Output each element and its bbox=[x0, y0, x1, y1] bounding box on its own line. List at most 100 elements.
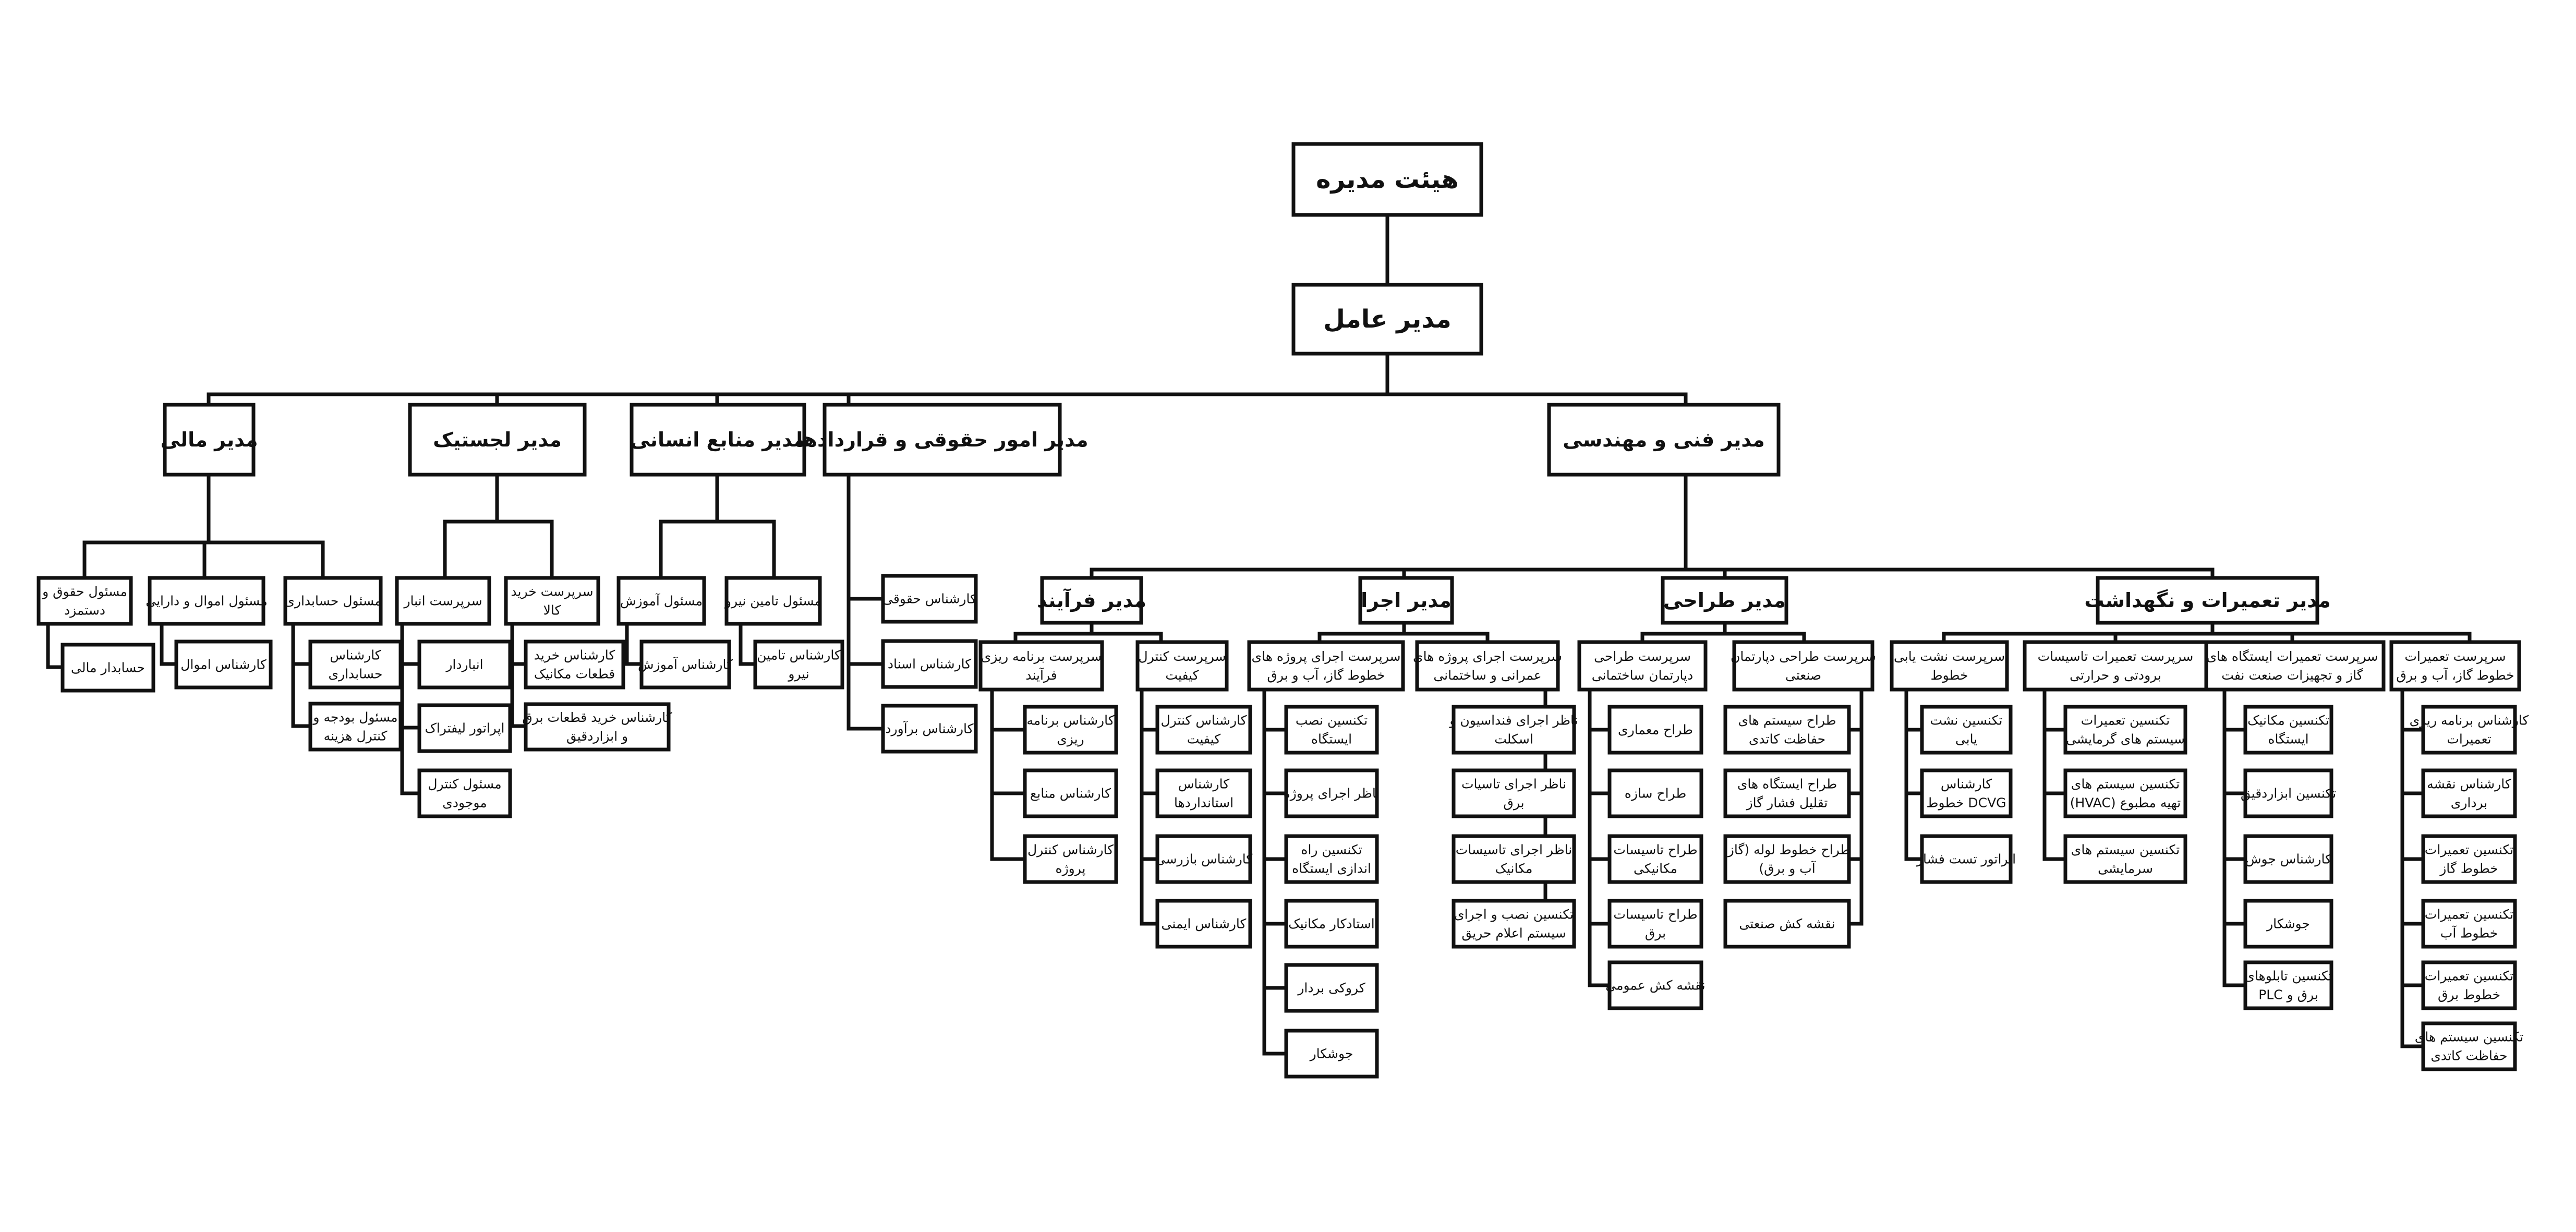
node-label: مسئول آموزش bbox=[620, 593, 703, 609]
node-label: مکانیکی bbox=[1634, 861, 1677, 876]
node-finance-manager: مدیر مالی bbox=[160, 403, 258, 477]
node-hvac-staff-0: تکنسین تعمیرات سیستم های گرمایشی bbox=[2063, 705, 2187, 755]
node-label: کارشناس برنامه ریزی bbox=[2410, 713, 2529, 728]
node-label: سرپرست خرید bbox=[511, 584, 593, 599]
node-station-staff-1: تکنسین ابزاردقیق bbox=[2241, 768, 2336, 818]
node-box bbox=[630, 403, 806, 477]
node-industrial-staff-2: طراح خطوط لوله (گاز،آب و برق) bbox=[1723, 834, 1851, 884]
node-building-staff-1: طراح سازه bbox=[1607, 768, 1703, 818]
node-label: سرپرست برنامه ریزی bbox=[981, 649, 1102, 664]
node-box bbox=[1607, 899, 1703, 949]
node-station-staff-4: تکنسین تابلوهای برق و PLC bbox=[2243, 960, 2333, 1010]
node-label: برق و PLC bbox=[2258, 987, 2318, 1003]
node-label: یابی bbox=[1955, 732, 1977, 747]
node-box bbox=[2421, 768, 2517, 818]
node-label: تکنسین تعمیرات bbox=[2081, 713, 2170, 728]
node-label: انباردار bbox=[445, 657, 483, 672]
node-assets-expert: کارشناس اموال bbox=[174, 639, 273, 690]
node-label: سیستم اعلام حریق bbox=[1461, 926, 1566, 941]
node-box bbox=[2421, 899, 2517, 949]
node-box bbox=[1023, 705, 1118, 755]
node-label: تکنسین تابلوهای bbox=[2244, 969, 2332, 984]
node-station-staff-3: جوشکار bbox=[2243, 899, 2333, 949]
node-box bbox=[1284, 899, 1379, 949]
node-label: حسابداری bbox=[328, 667, 382, 682]
node-box bbox=[1452, 768, 1576, 818]
node-industrial-staff-3: نقشه کش صنعتی bbox=[1723, 899, 1851, 949]
node-box bbox=[524, 702, 671, 752]
node-box bbox=[823, 403, 1062, 477]
node-box bbox=[1890, 640, 2009, 692]
node-box bbox=[1023, 834, 1118, 884]
node-label: خطوط گاز bbox=[2439, 861, 2498, 876]
node-box bbox=[2023, 640, 2208, 692]
node-label: طراح ایستگاه های bbox=[1737, 777, 1837, 792]
node-label: ناظر اجرای پروژه bbox=[1284, 786, 1380, 802]
node-box bbox=[724, 576, 822, 626]
node-box bbox=[2096, 576, 2319, 625]
node-label: صنعتی bbox=[1785, 668, 1821, 683]
node-box bbox=[881, 639, 978, 689]
node-box bbox=[1452, 899, 1576, 949]
node-label: کارشناس جوش bbox=[2245, 852, 2331, 867]
node-label: اسکلت bbox=[1494, 732, 1533, 747]
node-storekeeper: انباردار bbox=[417, 639, 512, 690]
node-label: کارشناس کنترل bbox=[1027, 842, 1114, 857]
node-box bbox=[283, 576, 383, 626]
node-label: کارشناس برآورد bbox=[885, 721, 973, 737]
node-label: خطوط bbox=[1931, 668, 1968, 683]
node-box bbox=[2421, 705, 2517, 755]
node-label: کارشناس حقوقی bbox=[882, 591, 976, 607]
node-hr-manager: مدیر منابع انسانی bbox=[630, 403, 806, 477]
node-label: طراح تاسیسات bbox=[1613, 907, 1697, 922]
node-label: پروژه bbox=[1056, 861, 1086, 877]
node-training-head: مسئول آموزش bbox=[616, 576, 706, 626]
node-warehouse-supervisor: سرپرست انبار bbox=[395, 576, 491, 626]
node-box bbox=[1135, 640, 1229, 692]
node-box bbox=[1415, 640, 1560, 692]
node-label: تکنسین مکانیک bbox=[2247, 713, 2329, 728]
node-label: کنترل هزینه bbox=[324, 729, 388, 744]
node-label: تکنسین تعمیرات bbox=[2425, 907, 2513, 922]
node-box bbox=[1723, 705, 1851, 755]
node-building-staff-4: نقشه کش عمومی bbox=[1605, 960, 1706, 1010]
node-label: برق bbox=[1645, 926, 1666, 941]
node-label: سیستم های گرمایشی bbox=[2066, 732, 2185, 747]
node-box bbox=[2421, 834, 2517, 884]
node-label: سرپرست اجرای پروژه های bbox=[1252, 649, 1401, 665]
node-label: سرپرست انبار bbox=[403, 594, 482, 609]
node-label: استانداردها bbox=[1174, 795, 1233, 811]
node-box bbox=[639, 639, 731, 690]
node-box bbox=[1284, 705, 1379, 755]
node-label: کارشناس bbox=[330, 648, 381, 663]
node-label: سرپرست تعمیرات bbox=[2404, 649, 2506, 664]
node-label: سرپرست نشت یابی bbox=[1894, 649, 2005, 664]
node-label: اپراتور تست فشار bbox=[1916, 852, 2016, 867]
node-label: سرپرست طراحی دپارتمان bbox=[1731, 649, 1876, 664]
node-label: کیفیت bbox=[1165, 668, 1199, 683]
node-box bbox=[1723, 899, 1851, 949]
node-box bbox=[616, 576, 706, 626]
node-label: نقشه کش صنعتی bbox=[1739, 916, 1835, 932]
node-label: طراح سازه bbox=[1625, 786, 1686, 801]
node-label: قطعات مکانیک bbox=[534, 667, 615, 682]
node-label: تهیه مطبوع (HVAC) bbox=[2070, 795, 2181, 811]
node-label: کارشناس خرید قطعات برق bbox=[522, 710, 672, 725]
node-process-manager: مدیر فرآیند bbox=[1037, 576, 1146, 625]
node-label: نیرو bbox=[787, 667, 809, 682]
node-label: سرپرست تعمیرات ایستگاه های bbox=[2207, 649, 2378, 664]
node-label: مدیر اجرا bbox=[1361, 589, 1452, 612]
node-box bbox=[395, 576, 491, 626]
